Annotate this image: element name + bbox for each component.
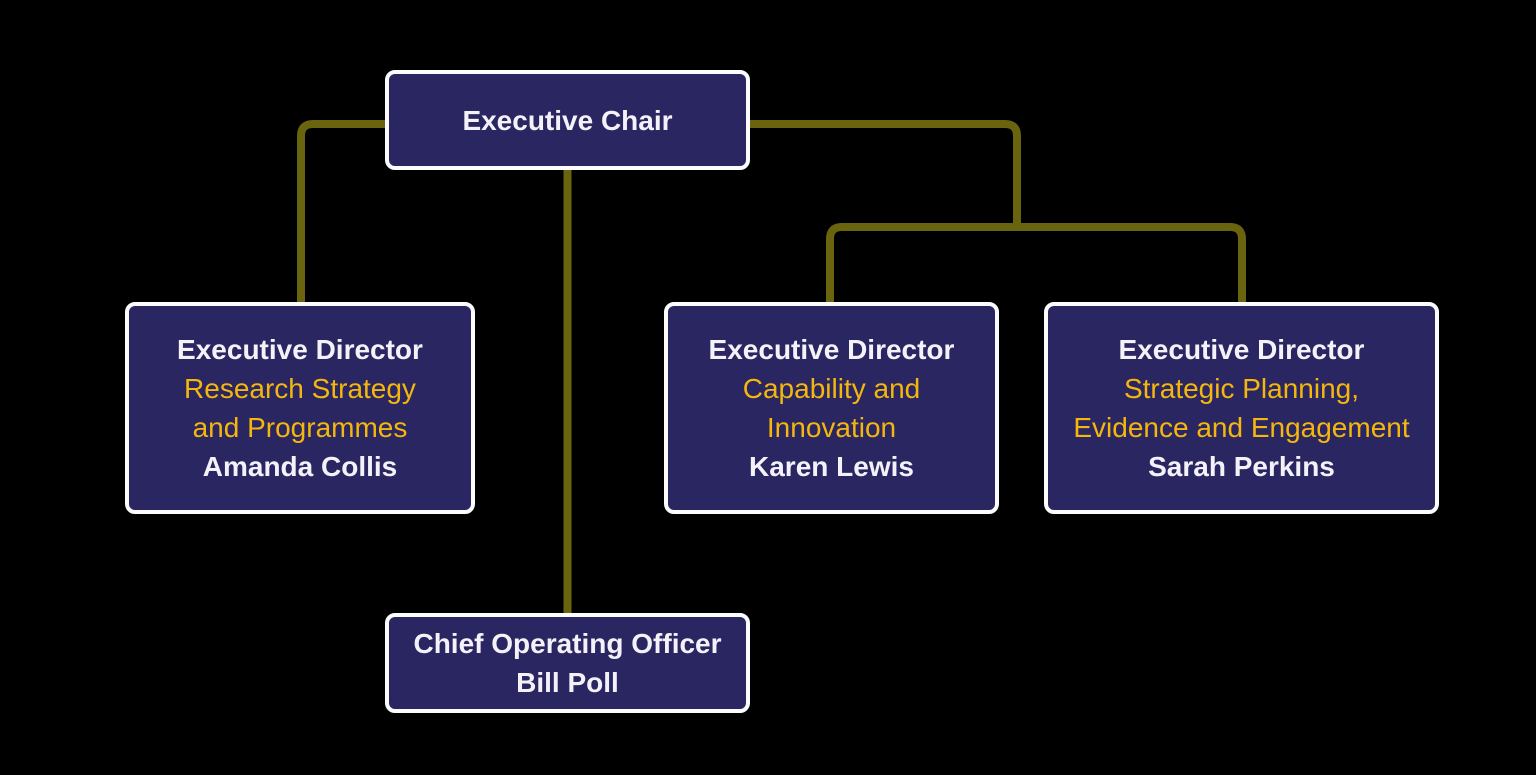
node-executive-director-research: Executive Director Research Strategy and… xyxy=(125,302,475,514)
node-title: Chief Operating Officer xyxy=(413,628,722,659)
node-person: Bill Poll xyxy=(516,667,619,698)
node-executive-director-capability: Executive Director Capability and Innova… xyxy=(664,302,999,514)
node-title: Executive Director xyxy=(708,334,955,365)
connector-chair-to-branch xyxy=(748,120,1021,231)
connector-branch-bar xyxy=(826,223,1246,304)
node-title: Executive Chair xyxy=(462,104,673,136)
node-title: Executive Director xyxy=(177,334,423,365)
node-person: Amanda Collis xyxy=(202,451,398,482)
node-person: Sarah Perkins xyxy=(1148,451,1335,482)
node-department: Capability and Innovation xyxy=(742,373,921,443)
node-department: Strategic Planning, Evidence and Engagem… xyxy=(1073,373,1410,443)
connector-chair-to-research xyxy=(297,120,387,304)
node-chief-operating-officer: Chief Operating Officer Bill Poll xyxy=(385,613,750,713)
node-person: Karen Lewis xyxy=(749,451,914,482)
node-executive-chair: Executive Chair xyxy=(385,70,750,170)
node-department: Research Strategy and Programmes xyxy=(184,373,416,443)
node-title: Executive Director xyxy=(1118,334,1365,365)
node-executive-director-strategic: Executive Director Strategic Planning, E… xyxy=(1044,302,1439,514)
